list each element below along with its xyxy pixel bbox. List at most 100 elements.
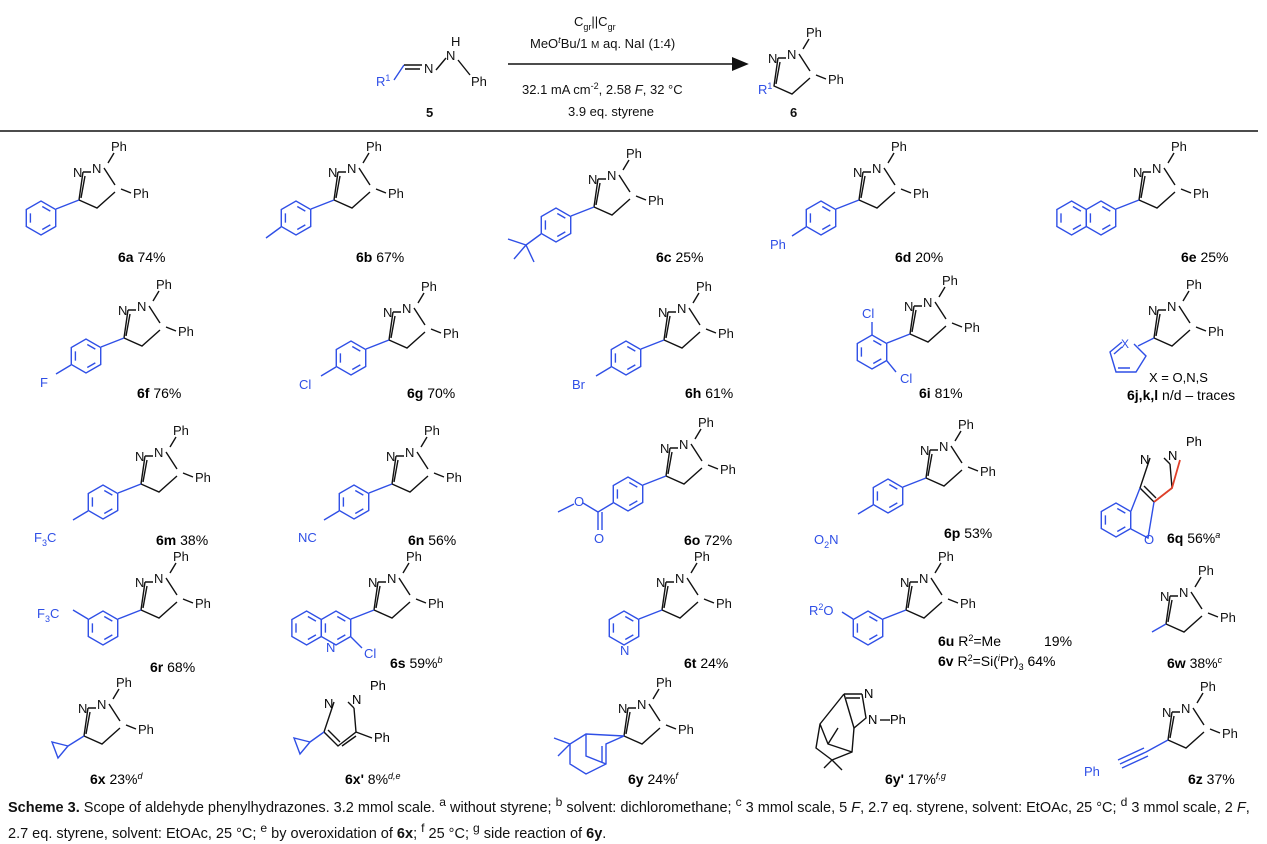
footnote-mark: f xyxy=(421,820,425,835)
atom-n: N xyxy=(618,701,627,716)
atom-n: N xyxy=(904,299,913,314)
compound-label: 6m 38% xyxy=(156,532,208,548)
atom-n: N xyxy=(864,686,873,701)
reactant-ph: Ph xyxy=(471,74,487,89)
substituent-ph: Ph xyxy=(1200,679,1216,694)
atom-n: N xyxy=(1168,448,1177,463)
substituent-cl: Cl xyxy=(862,306,874,321)
atom-n: N xyxy=(92,161,101,176)
atom-n: N xyxy=(154,571,163,586)
benzene-ring xyxy=(291,610,323,646)
substituent-ph: Ph xyxy=(980,464,996,479)
substituent-ph: Ph xyxy=(656,675,672,690)
compound-label: 6i 81% xyxy=(919,385,963,401)
atom-n: N xyxy=(135,575,144,590)
footnote-mark: d xyxy=(1120,795,1128,809)
ring-o: O xyxy=(1144,532,1154,547)
substituent-nc: NC xyxy=(298,530,317,545)
atom-n: N xyxy=(658,305,667,320)
compound-label: 6e 25% xyxy=(1181,249,1229,265)
substituent-ph: Ph xyxy=(1171,139,1187,154)
substituent-ph: Ph xyxy=(374,730,390,745)
atom-n: N xyxy=(588,172,597,187)
atom-n: N xyxy=(900,575,909,590)
compound-6x-prime[interactable]: N N Ph Ph xyxy=(292,678,390,756)
product-number: 6 xyxy=(790,105,797,120)
atom-n: N xyxy=(1140,452,1149,467)
atom-n: N xyxy=(872,161,881,176)
footnote-text: . xyxy=(602,825,607,842)
compound-label: 6g 70% xyxy=(407,385,455,401)
caption-label: Scheme 3. xyxy=(8,799,80,816)
footnote-mark: b xyxy=(555,795,563,809)
substituent-cl: Cl xyxy=(299,377,311,392)
footnote-text: side reaction of xyxy=(479,825,587,842)
footnote-text: by overoxidation of xyxy=(267,825,397,842)
substituent-cl: Cl xyxy=(900,371,912,386)
substituent-ph: Ph xyxy=(178,324,194,339)
substituent-ph: Ph xyxy=(828,72,844,87)
reactant-n2: N xyxy=(446,48,455,63)
compound-label: 6w 38%c xyxy=(1167,655,1223,671)
carbonyl-o: O xyxy=(594,531,604,546)
atom-n: N xyxy=(1179,585,1188,600)
footnote-text: ; xyxy=(413,825,422,842)
compound-label: 6y 24%f xyxy=(628,771,680,787)
condition-solvent: MeOtBu/1 M aq. NaI (1:4) xyxy=(530,35,675,51)
substituent-ph: Ph xyxy=(195,596,211,611)
substituent-br: Br xyxy=(572,377,586,392)
atom-n: N xyxy=(154,445,163,460)
benzene-ring xyxy=(540,207,572,243)
substituent-ph: Ph xyxy=(116,675,132,690)
substituent-ph: Ph xyxy=(406,549,422,564)
substituent-ph: Ph xyxy=(806,25,822,40)
substituent-ph: Ph xyxy=(428,596,444,611)
compound-6y-prime[interactable]: N N Ph xyxy=(815,686,906,771)
atom-n: N xyxy=(853,165,862,180)
substituent-cl: Cl xyxy=(364,646,376,661)
atom-n: N xyxy=(78,701,87,716)
compound-6q[interactable]: N N Ph O xyxy=(1100,434,1202,547)
compound-label: 6d 20% xyxy=(895,249,943,265)
footnote-ref: 6y xyxy=(586,825,603,842)
ring-n: N xyxy=(620,643,629,658)
substituent-ph: Ph xyxy=(913,186,929,201)
substituent-ph: Ph xyxy=(173,549,189,564)
benzene-ring xyxy=(1056,200,1088,236)
compound-yield: 19% xyxy=(1044,633,1072,649)
atom-n: N xyxy=(387,571,396,586)
